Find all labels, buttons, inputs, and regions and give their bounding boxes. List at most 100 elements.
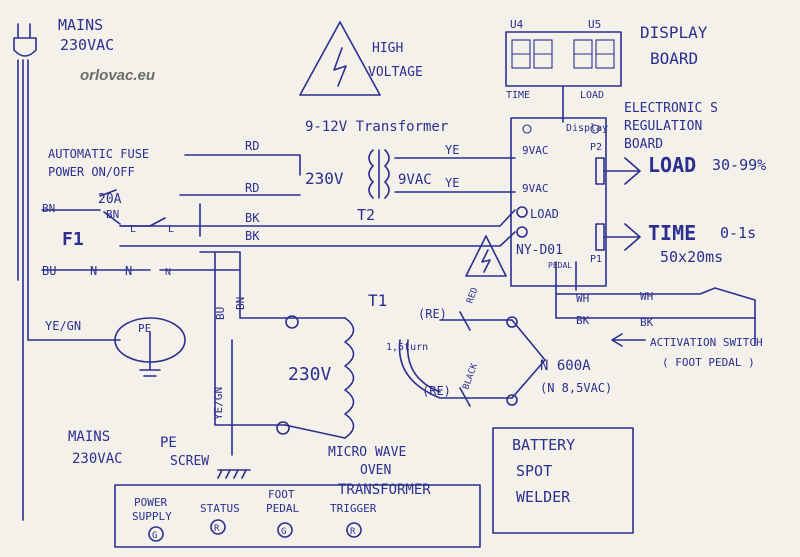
pin-pedal: PEDAL bbox=[548, 261, 572, 270]
rd-label-1: RD bbox=[245, 139, 259, 153]
time-range: 0-1s bbox=[720, 224, 756, 242]
pe-screw-label: PE bbox=[160, 435, 177, 451]
ye-label-2: YE bbox=[445, 176, 459, 190]
led-r-status: R bbox=[214, 524, 220, 534]
bk-label-4: BK bbox=[640, 316, 654, 329]
bk-label-1: BK bbox=[245, 211, 260, 225]
pin-9vac-1: 9VAC bbox=[522, 144, 549, 157]
microwave-label-2: OVEN bbox=[360, 463, 391, 478]
welding-electrodes bbox=[459, 311, 546, 407]
ye-wires bbox=[394, 157, 516, 193]
ye-label-1: YE bbox=[445, 143, 459, 157]
pedal-wh-wire bbox=[555, 287, 756, 346]
mains-top-label: MAINS bbox=[58, 16, 103, 34]
time-arrow bbox=[603, 223, 641, 251]
fuse-rating: 20A bbox=[98, 192, 122, 207]
display-time: TIME bbox=[506, 90, 530, 101]
led-g-power: G bbox=[152, 531, 157, 541]
fuse-switch bbox=[99, 189, 166, 227]
t2-label: T2 bbox=[357, 206, 375, 224]
pedal-leads bbox=[555, 261, 577, 319]
welder-label: WELDER bbox=[516, 488, 571, 506]
t1-label: T1 bbox=[368, 291, 387, 310]
high-voltage-label: HIGH bbox=[372, 41, 403, 56]
activation-arrow bbox=[611, 333, 646, 347]
foot-label: FOOT bbox=[268, 488, 295, 501]
power-onoff-label: POWER ON/OFF bbox=[48, 165, 135, 179]
status-label: STATUS bbox=[200, 502, 240, 515]
trigger-label: TRIGGER bbox=[330, 502, 377, 515]
t1-terminal bbox=[276, 421, 290, 435]
l-label-2: L bbox=[168, 224, 174, 235]
bk-label-3: BK bbox=[576, 314, 590, 327]
t2-primary-label: 230V bbox=[305, 169, 344, 188]
led-pedal bbox=[277, 522, 293, 538]
load-range: 30-99% bbox=[712, 156, 766, 174]
mains-bottom-label: MAINS bbox=[68, 429, 110, 445]
pin-hole bbox=[522, 124, 532, 134]
board-label: BOARD bbox=[624, 137, 663, 152]
display-u4: U4 bbox=[510, 18, 524, 31]
wiring bbox=[13, 21, 756, 548]
led-power bbox=[148, 526, 164, 542]
spot-label: SPOT bbox=[516, 462, 552, 480]
high-voltage-warning-icon bbox=[299, 21, 381, 96]
n-label-1: N bbox=[90, 264, 97, 278]
black-label: BLACK bbox=[461, 362, 480, 391]
turns-label: 1,5turn bbox=[386, 342, 428, 353]
display-board-label-2: BOARD bbox=[650, 49, 698, 68]
bk-label-2: BK bbox=[245, 229, 260, 243]
red-label: RED bbox=[465, 286, 480, 305]
bn-wire bbox=[199, 203, 286, 319]
led-g-pedal: G bbox=[281, 527, 286, 537]
p1-label: P1 bbox=[590, 254, 602, 265]
labels: MAINS 230VAC orlovac.eu HIGH VOLTAGE DIS… bbox=[42, 16, 766, 541]
pe-screw-ground bbox=[217, 469, 251, 479]
pe-terminal bbox=[114, 317, 186, 363]
t2-coils bbox=[368, 149, 390, 199]
transformer-small-label: 9-12V Transformer bbox=[305, 119, 448, 135]
auto-fuse-label: AUTOMATIC FUSE bbox=[48, 147, 149, 161]
pe-wire bbox=[27, 331, 161, 377]
screw-terminal bbox=[516, 206, 528, 218]
electronics-label: ELECTRONIC S bbox=[624, 101, 718, 116]
microwave-label-1: MICRO WAVE bbox=[328, 445, 406, 460]
t2-secondary-label: 9VAC bbox=[398, 172, 432, 188]
pedal-label: PEDAL bbox=[266, 502, 299, 515]
load-arrow bbox=[603, 157, 641, 185]
t1-terminal bbox=[285, 315, 299, 329]
l-label-1: L bbox=[130, 224, 136, 235]
n-label-3: N bbox=[165, 267, 171, 278]
t1-leads bbox=[284, 317, 346, 439]
secondary-loop bbox=[398, 319, 513, 399]
pin-ny: NY-D01 bbox=[516, 243, 563, 258]
display-board-label: DISPLAY bbox=[640, 23, 708, 42]
time-label: TIME bbox=[648, 221, 696, 245]
time-potentiometer bbox=[595, 223, 605, 251]
bk-wire-1 bbox=[179, 209, 516, 227]
logo-text: orlovac.eu bbox=[80, 67, 155, 84]
activation-label: ACTIVATION SWITCH bbox=[650, 336, 763, 349]
load-label: LOAD bbox=[648, 153, 696, 177]
bn-label-3: BN bbox=[234, 297, 247, 310]
wh-label-2: WH bbox=[640, 290, 653, 303]
microwave-label-3: TRANSFORMER bbox=[338, 482, 431, 498]
pin-hole bbox=[590, 124, 600, 134]
board-hv-warning-icon bbox=[465, 235, 507, 277]
current-label: N 600A bbox=[540, 358, 591, 374]
screw-terminal bbox=[516, 226, 528, 238]
power-supply-label-2: SUPPLY bbox=[132, 510, 172, 523]
rd-wire-top bbox=[184, 154, 301, 176]
f1-label: F1 bbox=[62, 229, 84, 250]
re-label-2: (RE) bbox=[422, 384, 451, 398]
p2-label: P2 bbox=[590, 142, 602, 153]
bn-label-1: BN bbox=[42, 202, 55, 215]
t1-primary-label: 230V bbox=[288, 364, 332, 385]
battery-label: BATTERY bbox=[512, 436, 575, 454]
display-load: LOAD bbox=[580, 90, 604, 101]
electronics-board-box bbox=[510, 117, 607, 287]
high-voltage-label-2: VOLTAGE bbox=[368, 65, 423, 80]
re-label-1: (RE) bbox=[418, 307, 447, 321]
